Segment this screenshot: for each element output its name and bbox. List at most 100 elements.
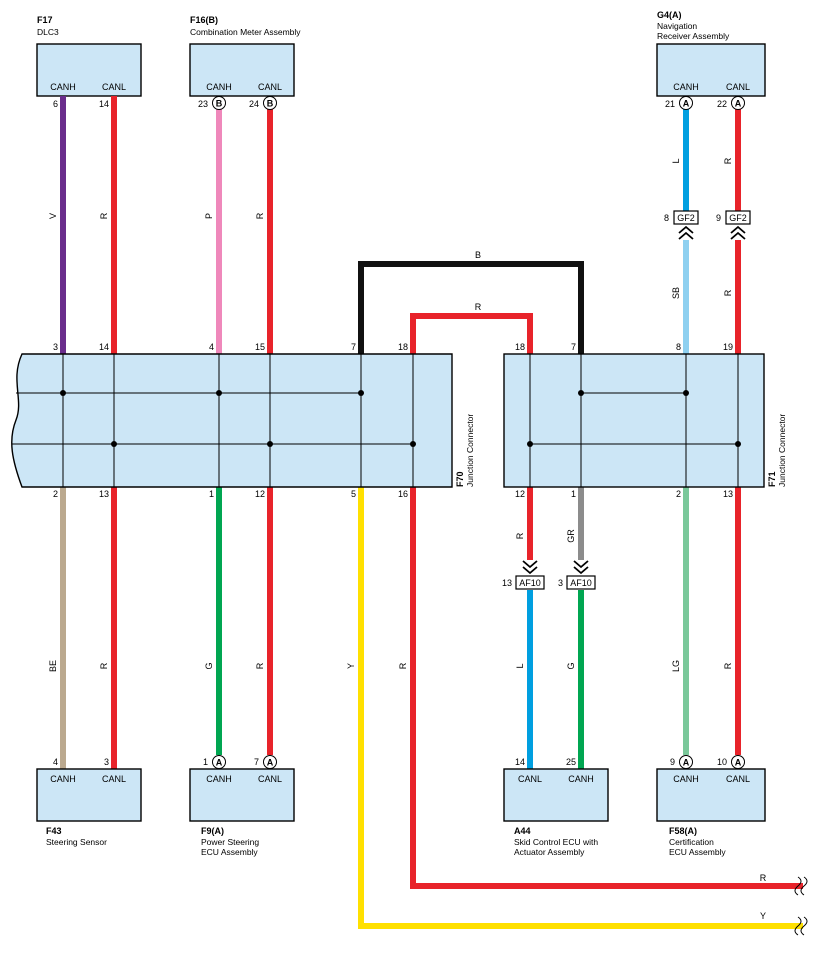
f70-bottom-pin-4: 12 <box>255 489 265 499</box>
badge-f16-canh <box>212 96 226 110</box>
wire-code-bridge-b: B <box>475 250 481 260</box>
wire-code-f16-canh: P <box>204 213 214 219</box>
break-mark-lower <box>794 916 808 936</box>
wire-code-bridge-r: R <box>475 302 482 312</box>
g4-canh-label: CANH <box>673 82 699 92</box>
break-mark-upper <box>794 876 808 896</box>
f71-id: F71 <box>767 471 777 487</box>
wire-code-g4-canh: L <box>671 158 681 163</box>
f58-id: F58(A) <box>669 826 697 836</box>
badge-f58-canh-text: A <box>683 758 690 768</box>
f70-bottom-pin-5: 5 <box>351 489 356 499</box>
pin-f43-canl: 3 <box>104 757 109 767</box>
badge-f9-canh-text: A <box>216 758 223 768</box>
badge-f16-canl <box>263 96 277 110</box>
af10-pin-2: 3 <box>558 578 563 588</box>
pin-g4-canl: 22 <box>717 99 727 109</box>
wire-code-f17-canh: V <box>48 213 58 219</box>
a44-canl-label: CANL <box>518 774 542 784</box>
f71-bottom-pin-1: 12 <box>515 489 525 499</box>
wire-code-f43-canh: BE <box>48 660 58 672</box>
f70-splice-dot <box>267 441 273 447</box>
pin-f17-canh: 6 <box>53 99 58 109</box>
f71-bottom-pin-3: 2 <box>676 489 681 499</box>
f16-component-box <box>189 43 295 97</box>
wire-code-a44-lower-g: G <box>566 662 576 669</box>
f58-name-1: Certification <box>669 837 714 847</box>
badge-g4-canl-text: A <box>735 99 742 109</box>
f58-name-2: ECU Assembly <box>669 847 726 857</box>
wire-code-g4-canl-lower: R <box>723 289 733 296</box>
gf2-pin-2: 9 <box>716 213 721 223</box>
pin-f17-canl: 14 <box>99 99 109 109</box>
f70-splice-dot <box>216 390 222 396</box>
f17-canh-label: CANH <box>50 82 76 92</box>
af10-pin-1: 13 <box>502 578 512 588</box>
f43-id: F43 <box>46 826 62 836</box>
f70-top-pin-4: 15 <box>255 342 265 352</box>
a44-id: A44 <box>514 826 531 836</box>
f70-splice-dot <box>358 390 364 396</box>
f9-canh-label: CANH <box>206 774 232 784</box>
f71-bottom-pin-4: 13 <box>723 489 733 499</box>
f58-canh-label: CANH <box>673 774 699 784</box>
g4-name-1: Navigation <box>657 21 697 31</box>
wire-code-exit-y: Y <box>760 911 766 921</box>
badge-f9-canl-text: A <box>267 758 274 768</box>
f70-id: F70 <box>455 471 465 487</box>
f17-canl-label: CANL <box>102 82 126 92</box>
wire-bridge-b <box>358 261 584 354</box>
a44-name-1: Skid Control ECU with <box>514 837 598 847</box>
wire-f70-exit-y <box>358 487 803 929</box>
f71-top-pin-1: 18 <box>515 342 525 352</box>
wire-bridge-r <box>410 313 533 354</box>
wire-code-f70-r: R <box>398 662 408 669</box>
f70-bottom-pin-2: 13 <box>99 489 109 499</box>
wire-code-f9-canl: R <box>255 662 265 669</box>
f71-splice-dot <box>527 441 533 447</box>
g4-name-2: Receiver Assembly <box>657 31 730 41</box>
f70-splice-dot <box>60 390 66 396</box>
f43-component-box <box>36 768 142 822</box>
f16-id: F16(B) <box>190 15 218 25</box>
g4-canl-label: CANL <box>726 82 750 92</box>
af10-label-2: AF10 <box>570 578 592 588</box>
wire-code-a44-lower-l: L <box>515 663 525 668</box>
f9-component-box <box>189 768 295 822</box>
af10-label-1: AF10 <box>519 578 541 588</box>
pin-f9-canl: 7 <box>254 757 259 767</box>
wire-code-g4-canh-lower: SB <box>671 287 681 299</box>
f70-splice-dot <box>410 441 416 447</box>
badge-g4-canh <box>679 96 693 110</box>
wire-code-f16-canl: R <box>255 212 265 219</box>
f71-top-pin-4: 19 <box>723 342 733 352</box>
wire-code-g4-canl: R <box>723 157 733 164</box>
f70-top-pin-2: 14 <box>99 342 109 352</box>
pin-f9-canh: 1 <box>203 757 208 767</box>
gf2-connector-1 <box>673 210 699 225</box>
f71-top-pin-3: 8 <box>676 342 681 352</box>
pin-g4-canh: 21 <box>665 99 675 109</box>
f16-name: Combination Meter Assembly <box>190 27 301 37</box>
pin-a44-canh: 25 <box>566 757 576 767</box>
f58-canl-label: CANL <box>726 774 750 784</box>
gf2-pin-1: 8 <box>664 213 669 223</box>
wire-code-a44-upper-gr: GR <box>566 529 576 543</box>
af10-chevron-icon-1 <box>522 560 538 575</box>
wire-code-f70-y: Y <box>346 663 356 669</box>
badge-f16-canl-text: B <box>267 99 274 109</box>
wire-code-f58-canl: R <box>723 662 733 669</box>
f58-component-box <box>656 768 766 822</box>
af10-chevron-icon-2 <box>573 560 589 575</box>
a44-component-box <box>503 768 609 822</box>
f16-canl-label: CANL <box>258 82 282 92</box>
g4-component-box <box>656 43 766 97</box>
gf2-chevron-icon-2 <box>730 225 746 240</box>
f71-splice-dot <box>578 390 584 396</box>
wire-f70-exit-r <box>410 487 803 889</box>
f17-id: F17 <box>37 15 53 25</box>
wire-code-exit-r: R <box>760 873 767 883</box>
f16-canh-label: CANH <box>206 82 232 92</box>
pin-f58-canh: 9 <box>670 757 675 767</box>
